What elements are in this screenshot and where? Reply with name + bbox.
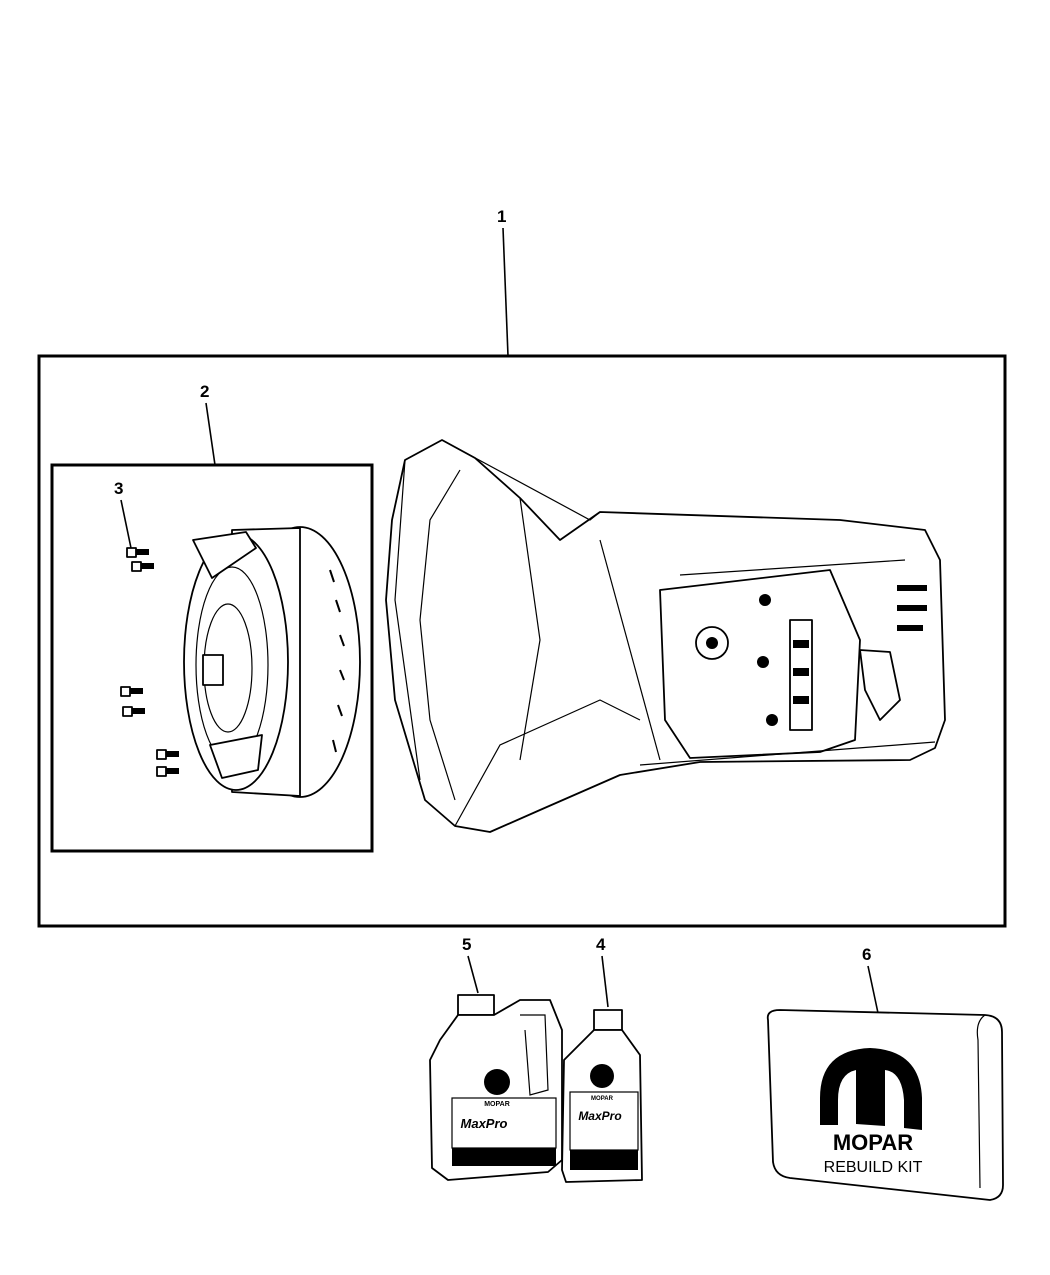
kit-brand-text: MOPAR (833, 1130, 913, 1155)
callout-4: 4 (596, 935, 606, 954)
assembly-frame (37, 354, 1007, 928)
callout-2: 2 (200, 382, 209, 401)
callout-6: 6 (862, 945, 871, 964)
converter-frame (50, 463, 374, 853)
jug-product-text: MaxPro (461, 1116, 508, 1131)
transmission-assembly-icon (385, 439, 946, 833)
bottle-product-text: MaxPro (578, 1109, 621, 1123)
leader-line-6 (867, 965, 879, 1014)
kit-label-text: REBUILD KIT (824, 1159, 923, 1176)
leader-line-2 (205, 402, 216, 466)
bolt-icon (120, 547, 179, 777)
bottle-brand-text: MOPAR (591, 1096, 614, 1102)
fluid-bottle-icon: MOPAR MaxPro (561, 1009, 643, 1183)
callout-1: 1 (497, 207, 506, 226)
jug-brand-text: MOPAR (484, 1101, 510, 1108)
rebuild-kit-box-icon: MOPAR REBUILD KIT (766, 1009, 1004, 1201)
leader-line-3 (120, 499, 132, 549)
torque-converter-icon (183, 526, 361, 798)
callout-5: 5 (462, 935, 471, 954)
leader-line-5 (467, 955, 479, 994)
leader-line-1 (502, 227, 509, 357)
callout-3: 3 (114, 479, 123, 498)
fluid-jug-icon: MOPAR MaxPro (429, 994, 563, 1181)
leader-line-4 (601, 955, 609, 1008)
